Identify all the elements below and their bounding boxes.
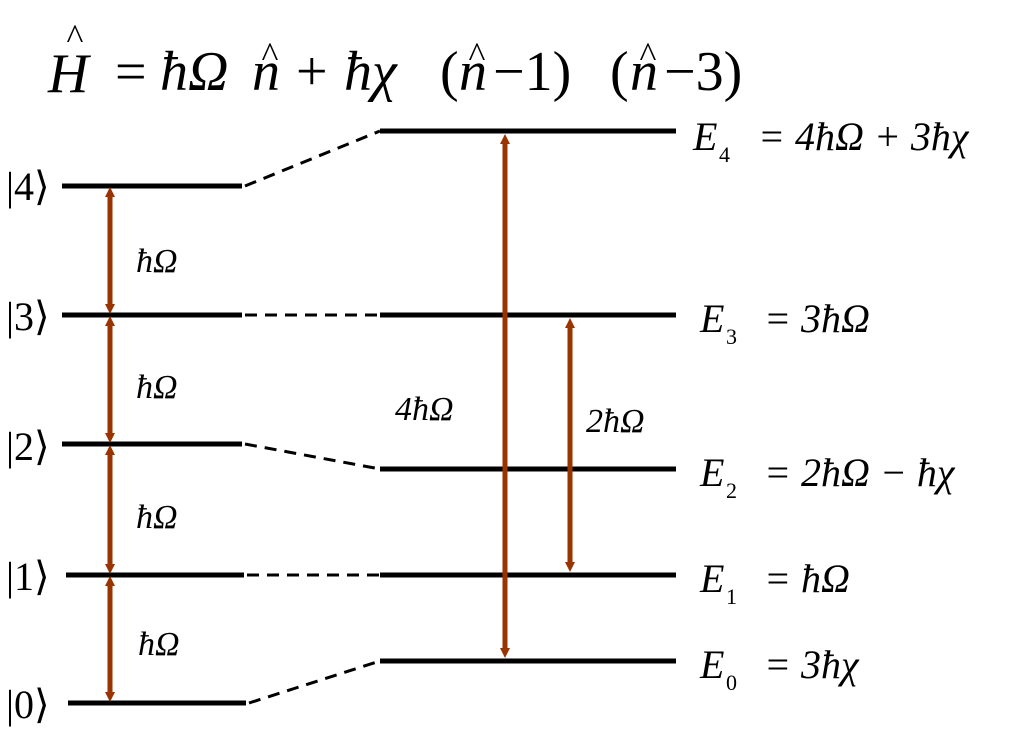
connector-0 [248, 659, 381, 705]
paren-open-1: ( [440, 41, 459, 103]
energy-subscript-1: 1 [726, 584, 737, 609]
hamiltonian-equation: ^ H = ħΩ ^ n + ħχ ( ^ n −1) ( ^ n −3) [47, 17, 742, 105]
energy-subscript-2: 2 [726, 478, 737, 503]
transition-label-4hbar-omega: 4ħΩ [395, 391, 454, 428]
n-hat-3: ^ [640, 35, 657, 75]
minus-one: −1) [493, 41, 571, 103]
spacing-label-4-3: ħΩ [136, 243, 178, 280]
energy-value-0: = 3ħχ [764, 642, 860, 687]
ket-label-3: |3⟩ [6, 294, 50, 339]
energy-label-3: E 3 = 3ħΩ [699, 296, 870, 349]
transition-label-2hbar-omega: 2ħΩ [586, 403, 645, 440]
energy-label-1: E 1 = ħΩ [699, 556, 850, 609]
ket-label-2: |2⟩ [6, 424, 50, 469]
energy-label-2: E 2 = 2ħΩ − ħχ [699, 450, 956, 503]
hamiltonian-symbol: H [47, 43, 91, 105]
equals-sign: = [115, 41, 147, 103]
number-operator-2: n [459, 41, 487, 103]
term-hbar-omega: ħΩ [160, 41, 229, 103]
energy-subscript-0: 0 [726, 670, 737, 695]
energy-label-4: E 4 = 4ħΩ + 3ħχ [692, 114, 970, 167]
energy-value-4: = 4ħΩ + 3ħχ [758, 114, 970, 159]
ket-label-0: |0⟩ [6, 682, 50, 727]
hamiltonian-hat: ^ [67, 17, 84, 57]
right-levels [380, 128, 676, 664]
energy-labels: E 4 = 4ħΩ + 3ħχ E 3 = 3ħΩ E 2 = 2ħΩ − ħχ… [692, 114, 970, 695]
energy-symbol-4: E [692, 114, 717, 159]
left-levels [62, 183, 246, 706]
energy-subscript-4: 4 [719, 142, 730, 167]
dashed-connectors [244, 129, 381, 705]
energy-value-2: = 2ħΩ − ħχ [764, 450, 956, 495]
plus-sign: + [296, 41, 328, 103]
energy-label-0: E 0 = 3ħχ [699, 642, 860, 695]
minus-three: −3) [664, 41, 742, 103]
energy-symbol-3: E [699, 296, 724, 341]
number-operator-1: n [252, 41, 280, 103]
energy-value-3: = 3ħΩ [764, 296, 870, 341]
transition-labels: 4ħΩ 2ħΩ [395, 391, 645, 440]
energy-symbol-0: E [699, 642, 724, 687]
ket-label-4: |4⟩ [6, 164, 50, 209]
paren-open-2: ( [610, 41, 629, 103]
ket-labels: |4⟩ |3⟩ |2⟩ |1⟩ |0⟩ [6, 164, 50, 727]
n-hat-1: ^ [262, 35, 279, 75]
number-operator-3: n [630, 41, 658, 103]
spacing-label-3-2: ħΩ [136, 369, 178, 406]
n-hat-2: ^ [469, 35, 486, 75]
energy-symbol-1: E [699, 556, 724, 601]
transition-arrows [500, 134, 575, 658]
term-hbar-chi: ħχ [344, 41, 398, 103]
energy-symbol-2: E [699, 450, 724, 495]
connector-4 [244, 129, 381, 188]
ket-label-1: |1⟩ [6, 554, 50, 599]
spacing-label-1-0: ħΩ [138, 626, 180, 663]
left-spacing-labels: ħΩ ħΩ ħΩ ħΩ [136, 243, 180, 663]
spacing-label-2-1: ħΩ [136, 499, 178, 536]
energy-subscript-3: 3 [726, 324, 737, 349]
energy-value-1: = ħΩ [764, 556, 850, 601]
connector-2 [244, 442, 381, 471]
